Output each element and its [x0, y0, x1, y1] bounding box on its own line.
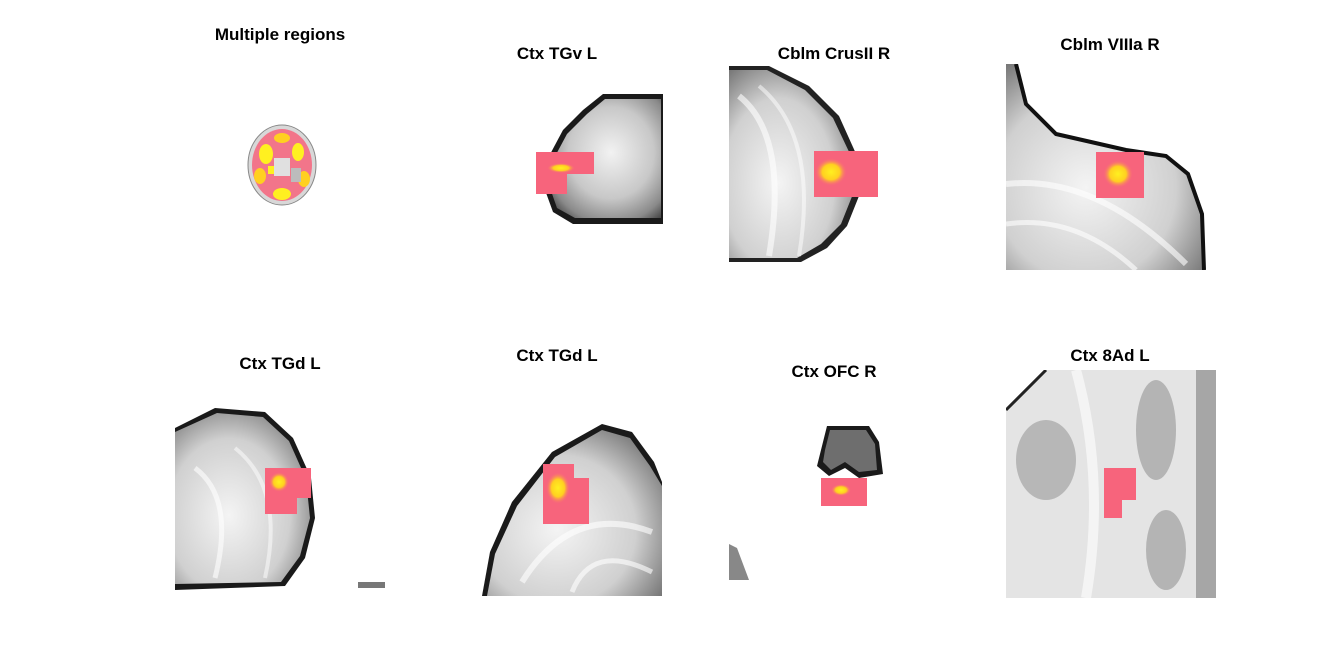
brain-slice-image [1006, 64, 1206, 270]
brain-slice-image [1006, 370, 1216, 598]
brain-slice-image [175, 408, 387, 592]
panel-title: Ctx TGv L [516, 44, 598, 63]
panel-title: Multiple regions [214, 25, 346, 44]
panel-title: Ctx TGd L [516, 346, 598, 365]
panel-title: Cblm VIIIa R [1060, 35, 1160, 54]
panel-title: Cblm CrusII R [777, 44, 891, 63]
brain-slice-image [482, 422, 662, 596]
brain-slice-image [729, 422, 889, 582]
brain-slice-image [533, 90, 663, 228]
panel-title: Ctx 8Ad L [1070, 346, 1150, 365]
panel-title: Ctx TGd L [239, 354, 321, 373]
panel-title: Ctx OFC R [791, 362, 877, 381]
brain-slice-image [246, 124, 318, 206]
brain-slice-image [729, 66, 879, 264]
